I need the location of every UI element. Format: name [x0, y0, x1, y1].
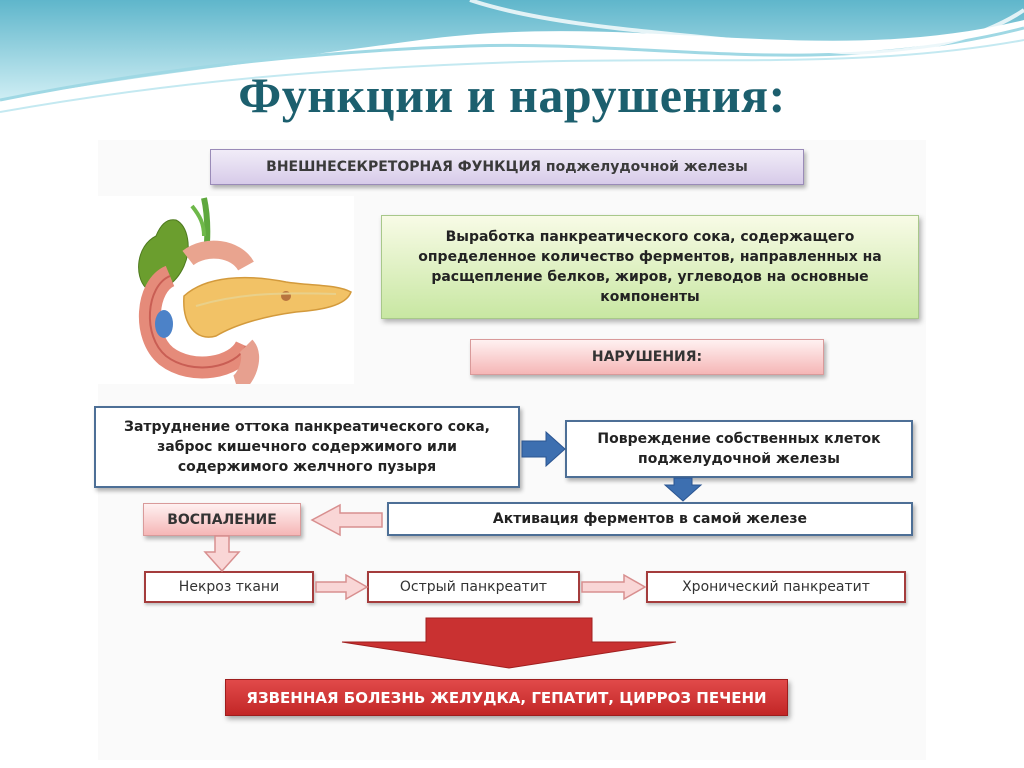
arrow-right-pink-icon: [581, 573, 647, 601]
acute-pancreatitis-box: Острый панкреатит: [367, 571, 580, 603]
inflammation-label: ВОСПАЛЕНИЕ: [143, 503, 301, 536]
arrow-left-pink-icon: [310, 503, 383, 537]
arrow-down-red-icon: [341, 617, 677, 669]
pancreatic-juice-function-box: Выработка панкреатического сока, содержа…: [381, 215, 919, 319]
slide-title: Функции и нарушения:: [238, 67, 786, 123]
pancreas-illustration-icon: [96, 196, 354, 384]
disorders-label: НАРУШЕНИЯ:: [470, 339, 824, 375]
cell-damage-box: Повреждение собственных клеток поджелудо…: [565, 420, 913, 478]
outcome-diseases-box: ЯЗВЕННАЯ БОЛЕЗНЬ ЖЕЛУДКА, ГЕПАТИТ, ЦИРРО…: [225, 679, 788, 716]
outflow-obstruction-box: Затруднение оттока панкреатического сока…: [94, 406, 520, 488]
tissue-necrosis-box: Некроз ткани: [144, 571, 314, 603]
chronic-pancreatitis-box: Хронический панкреатит: [646, 571, 906, 603]
enzyme-activation-box: Активация ферментов в самой железе: [387, 502, 913, 536]
arrow-down-pink-icon: [203, 535, 241, 573]
arrow-down-blue-icon: [663, 477, 703, 502]
arrow-right-blue-icon: [521, 430, 566, 468]
arrow-right-pink-icon: [315, 573, 369, 601]
exocrine-function-header: ВНЕШНЕСЕКРЕТОРНАЯ ФУНКЦИЯ поджелудочной …: [210, 149, 804, 185]
wave-decoration: [0, 0, 1024, 113]
